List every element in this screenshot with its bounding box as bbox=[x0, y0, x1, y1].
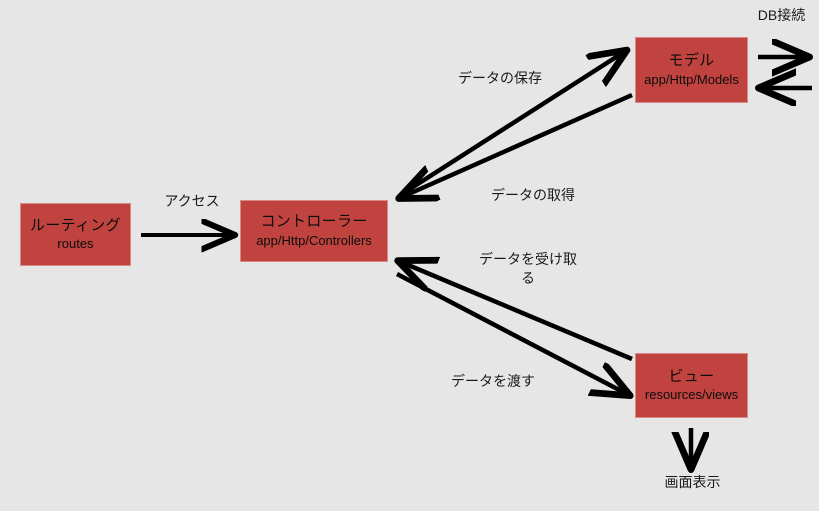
node-routing[interactable]: ルーティング routes bbox=[20, 203, 131, 266]
arrow-model-to-controller bbox=[402, 92, 633, 197]
node-controller-path: app/Http/Controllers bbox=[256, 232, 372, 248]
label-fetch-data: データの取得 bbox=[491, 187, 575, 203]
node-routing-path: routes bbox=[57, 236, 94, 252]
node-view-path: resources/views bbox=[644, 387, 739, 403]
label-pass-data: データを渡す bbox=[451, 373, 535, 389]
node-routing-title: ルーティング bbox=[30, 216, 121, 234]
node-view-title: ビュー bbox=[668, 367, 715, 385]
label-screen-display: 画面表示 bbox=[664, 474, 721, 490]
label-save-data: データの保存 bbox=[458, 70, 542, 86]
node-controller-title: コントローラー bbox=[260, 213, 368, 231]
label-receive-data: データを受け取 る bbox=[479, 251, 577, 286]
node-controller[interactable]: コントローラー app/Http/Controllers bbox=[240, 200, 388, 262]
node-model[interactable]: モデル app/Http/Models bbox=[635, 37, 748, 103]
label-access: アクセス bbox=[164, 193, 220, 209]
node-model-path: app/Http/Models bbox=[644, 71, 739, 87]
node-model-title: モデル bbox=[668, 52, 715, 70]
label-db-connect: DB接続 bbox=[757, 7, 806, 23]
node-view[interactable]: ビュー resources/views bbox=[635, 353, 748, 418]
